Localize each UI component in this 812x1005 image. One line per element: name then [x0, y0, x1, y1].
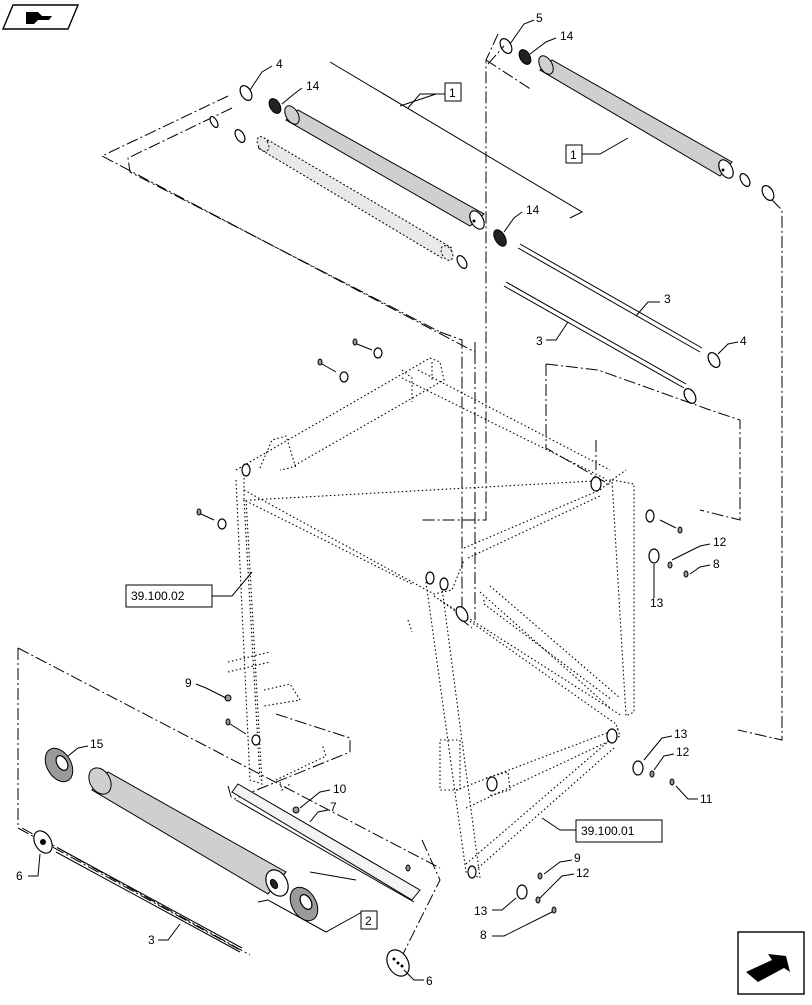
- upper-rear-roller: [209, 115, 468, 269]
- callout-5[interactable]: 5: [509, 11, 543, 45]
- callout-9-left-label: 9: [185, 676, 192, 690]
- callout-11-label: 11: [700, 792, 713, 806]
- callout-4-upper-label: 4: [276, 57, 283, 71]
- callout-14-upper-label: 14: [306, 79, 320, 93]
- callout-14-middle[interactable]: 14: [503, 203, 540, 233]
- flange-6-bottom: [386, 949, 410, 977]
- callout-9-right-label: 9: [574, 851, 581, 865]
- fastener-group-right: [516, 509, 689, 914]
- callout-12-right-label: 12: [676, 745, 690, 759]
- callout-14-middle-label: 14: [526, 203, 540, 217]
- callout-6-left-label: 6: [16, 869, 23, 883]
- callout-9-left[interactable]: 9: [185, 676, 227, 699]
- callout-12-upper[interactable]: 12: [671, 535, 727, 561]
- callout-4-upper[interactable]: 4: [249, 57, 283, 91]
- callout-box-2[interactable]: 2: [360, 910, 378, 930]
- callout-7[interactable]: 7: [309, 800, 337, 823]
- callout-2: 2: [365, 914, 372, 928]
- fastener-group-left: [196, 508, 261, 746]
- baler-frame: [227, 357, 635, 879]
- callout-13-lower-label: 13: [474, 904, 488, 918]
- callout-box-1-top[interactable]: 1: [444, 82, 462, 102]
- callout-3-upper[interactable]: 3: [635, 292, 671, 317]
- upper-rear-roller-outline: [100, 95, 476, 629]
- callout-12-right[interactable]: 12: [653, 745, 690, 771]
- ref-box-39-100-02[interactable]: 39.100.02: [125, 584, 213, 608]
- callout-8-upper-label: 8: [713, 557, 720, 571]
- callout-3-lower[interactable]: 3: [148, 923, 181, 947]
- callout-13-upper[interactable]: 13: [650, 564, 664, 610]
- shaft-3-upper: [517, 243, 703, 353]
- callout-4-right[interactable]: 4: [717, 334, 747, 355]
- callout-10-label: 10: [333, 782, 347, 796]
- callout-11[interactable]: 11: [675, 785, 713, 806]
- scraper-bar-7: [231, 783, 421, 903]
- frame-plates: [241, 463, 618, 879]
- callout-10[interactable]: 10: [299, 782, 347, 809]
- upper-right-roller: [499, 38, 775, 201]
- callout-5-label: 5: [536, 11, 543, 25]
- shaft-3-lower: [503, 281, 687, 389]
- shaft-3-bottom: [55, 847, 243, 953]
- ref-label-39-100-01: 39.100.01: [581, 824, 635, 838]
- callout-14-right[interactable]: 14: [529, 29, 574, 55]
- ref-box-39-100-01[interactable]: 39.100.01: [575, 819, 663, 843]
- callout-9-right[interactable]: 9: [543, 851, 581, 875]
- callout-3-middle[interactable]: 3: [536, 321, 569, 348]
- callout-15[interactable]: 15: [67, 737, 104, 757]
- lower-roller: [88, 767, 319, 922]
- callout-13-lower[interactable]: 13: [474, 897, 517, 918]
- callout-15-label: 15: [90, 737, 104, 751]
- callout-12-lower-label: 12: [576, 866, 590, 880]
- callout-13-upper-label: 13: [650, 596, 664, 610]
- callout-3-lower-label: 3: [148, 933, 155, 947]
- callout-13-right[interactable]: 13: [643, 727, 688, 761]
- callout-14-upper[interactable]: 14: [281, 79, 320, 105]
- ref-label-39-100-02: 39.100.02: [131, 589, 185, 603]
- fastener-group-upper: [317, 338, 383, 383]
- next-page-arrow-icon[interactable]: [737, 931, 805, 995]
- callout-1-right: 1: [570, 148, 577, 162]
- callout-7-label: 7: [330, 800, 337, 814]
- callout-3-middle-label: 3: [536, 334, 543, 348]
- callout-8-lower[interactable]: 8: [480, 911, 553, 942]
- upper-left-roller: [239, 85, 485, 230]
- callout-4-right-label: 4: [740, 334, 747, 348]
- callout-12-upper-label: 12: [713, 535, 727, 549]
- callout-8-lower-label: 8: [480, 928, 487, 942]
- bearing-15: [44, 747, 74, 783]
- callout-14-right-label: 14: [560, 29, 574, 43]
- callout-1-top: 1: [449, 86, 456, 100]
- exploded-view-icon[interactable]: [1, 4, 80, 30]
- flange-6-left: [33, 830, 53, 854]
- callout-box-1-right[interactable]: 1: [565, 144, 583, 164]
- callout-8-upper[interactable]: 8: [689, 557, 720, 575]
- callout-6-bottom-label: 6: [426, 974, 433, 988]
- bearing-14: [493, 229, 507, 247]
- callout-6-left[interactable]: 6: [16, 853, 41, 883]
- callout-6-bottom[interactable]: 6: [403, 969, 433, 988]
- callout-13-right-label: 13: [674, 727, 688, 741]
- callout-12-lower[interactable]: 12: [539, 866, 590, 899]
- callout-3-upper-label: 3: [664, 292, 671, 306]
